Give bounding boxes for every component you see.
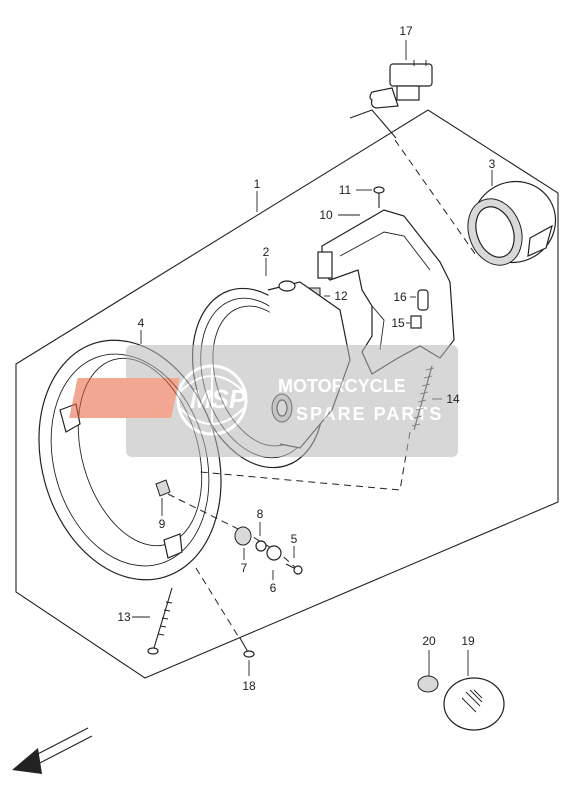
callout-13: 13 [117, 610, 131, 624]
callout-11: 11 [339, 183, 352, 197]
callout-6: 6 [270, 581, 277, 595]
callout-18: 18 [242, 679, 256, 693]
callout-1: 1 [254, 177, 261, 191]
damper-16 [417, 289, 429, 311]
cap-19 [443, 677, 505, 731]
grommet-7 [234, 526, 252, 546]
spring-dash-line [199, 431, 411, 491]
assembly-outline [15, 109, 559, 679]
bulb-bracket [349, 109, 397, 139]
callout-3: 3 [489, 157, 496, 171]
hardware-dash-line [167, 493, 297, 569]
callout-4: 4 [138, 316, 145, 330]
mounting-bracket [317, 209, 455, 375]
leader-lines [132, 40, 493, 676]
callout-16: 16 [393, 290, 407, 304]
watermark-line-1: MOTORCYCLE [278, 376, 406, 396]
grommet-20 [417, 675, 439, 693]
watermark-background [126, 345, 458, 457]
screw-18-dash-line [195, 567, 239, 637]
watermark-line-2: SPARE PARTS [296, 404, 443, 424]
screw-13 [147, 587, 173, 655]
watermark-logo-box [69, 378, 180, 418]
callout-7: 7 [241, 561, 248, 575]
screw-11 [373, 186, 385, 208]
watermark: MSP MOTORCYCLE SPARE PARTS [69, 345, 458, 457]
screw-18 [239, 637, 255, 658]
callout-2: 2 [263, 245, 270, 259]
clip-9 [155, 479, 171, 497]
front-arrow-icon [12, 727, 93, 774]
rear-cover [467, 180, 557, 266]
screw-5 [285, 563, 303, 575]
watermark-logo-text: MSP [190, 384, 247, 414]
callout-10: 10 [319, 208, 333, 222]
callout-8: 8 [257, 507, 264, 521]
callout-20: 20 [422, 634, 436, 648]
collar-8 [255, 540, 267, 552]
bulb-dash-line [394, 139, 479, 259]
washer-6 [266, 545, 282, 561]
bulb [369, 60, 433, 109]
clip-15 [410, 315, 422, 329]
callout-15: 15 [391, 316, 405, 330]
callout-17: 17 [399, 24, 413, 38]
callout-5: 5 [291, 532, 298, 546]
callout-9: 9 [159, 517, 166, 531]
callout-19: 19 [461, 634, 475, 648]
callout-14: 14 [446, 392, 460, 406]
callout-12: 12 [334, 289, 348, 303]
